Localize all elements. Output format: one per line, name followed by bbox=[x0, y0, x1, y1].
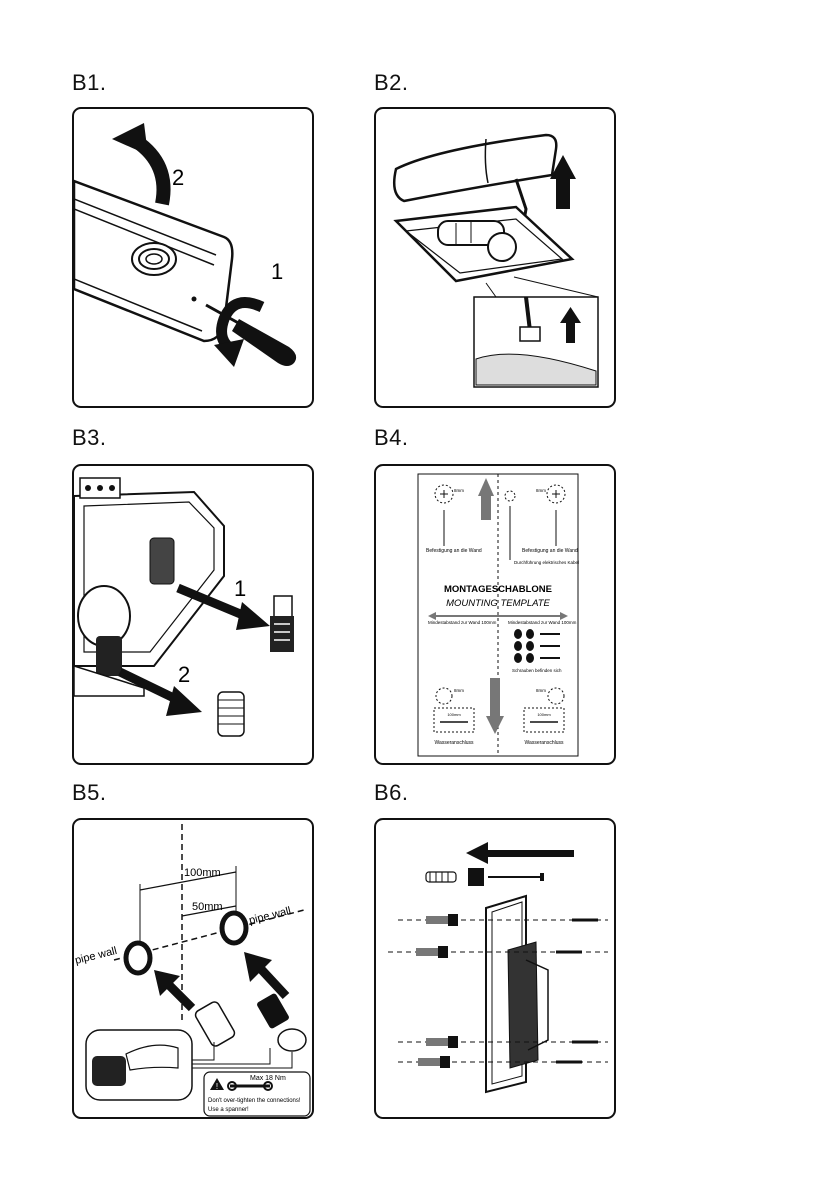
heater-edges bbox=[74, 198, 217, 332]
water-box-right bbox=[523, 707, 565, 733]
b2-illustration bbox=[393, 133, 599, 388]
b4-illustration: 8mm 8mm Befestigung an die Wand Befestig… bbox=[417, 473, 579, 757]
svg-text:50mm: 50mm bbox=[192, 901, 223, 913]
step-label-b1: B1. bbox=[72, 70, 107, 95]
b1-callout-1: 1 bbox=[271, 259, 283, 284]
remove-arrow-2-icon bbox=[118, 667, 202, 716]
insert-arrow-left-icon bbox=[154, 970, 196, 1012]
template-title-en: MOUNTING TEMPLATE bbox=[446, 598, 550, 609]
nipple-fitting-icon bbox=[194, 1001, 236, 1047]
internal-components bbox=[507, 941, 539, 1069]
panel-b6-wall-mounting bbox=[374, 818, 616, 1119]
circuit-board bbox=[475, 353, 597, 386]
water-box-left bbox=[433, 707, 475, 733]
terminal-block bbox=[79, 477, 121, 499]
pipe-wall-left-text: pipe wall bbox=[74, 945, 118, 967]
panel-b3-remove-fittings: 1 2 bbox=[72, 464, 314, 765]
panel-b5-pipe-connections: 100mm 50mm pipe wall pipe wall bbox=[72, 818, 314, 1119]
inset-up-arrow-icon bbox=[560, 307, 581, 343]
pipe-wall-right-text: pipe wall bbox=[248, 905, 292, 927]
svg-text:100mm: 100mm bbox=[447, 712, 461, 717]
hole-marker-bottom-right: 8mm bbox=[536, 687, 565, 705]
insert-arrow-right-icon bbox=[244, 952, 290, 1000]
svg-text:100mm: 100mm bbox=[537, 712, 551, 717]
angle-valve-icon bbox=[270, 595, 294, 652]
b5-illustration: 100mm 50mm pipe wall pipe wall bbox=[74, 824, 311, 1117]
threaded-nipple-icon bbox=[217, 691, 245, 737]
hand-sealing-inset bbox=[85, 1029, 193, 1101]
mounting-screws bbox=[388, 914, 608, 1068]
svg-text:8mm: 8mm bbox=[454, 488, 464, 493]
min-distance-right-text: Mindestabstand zur Wand 100mm bbox=[508, 620, 577, 625]
panel-b1-open-cover: 2 1 bbox=[72, 107, 314, 408]
hole-marker-top-left: 8mm bbox=[434, 484, 464, 504]
b6-illustration bbox=[388, 842, 608, 1094]
svg-text:8mm: 8mm bbox=[536, 488, 546, 493]
b1-callout-2: 2 bbox=[172, 165, 184, 190]
step-label-b6: B6. bbox=[374, 780, 409, 805]
min-distance-left-text: Mindestabstand zur Wand 100mm bbox=[428, 620, 497, 625]
svg-text:!: ! bbox=[216, 1082, 218, 1091]
svg-text:8mm: 8mm bbox=[536, 688, 546, 693]
torque-text: Max 18 Nm bbox=[250, 1075, 286, 1082]
insert-direction-arrow-icon bbox=[466, 842, 574, 864]
valve-fitting-icon bbox=[257, 993, 307, 1052]
water-connection-left-text: Wasseranschluss bbox=[435, 740, 474, 746]
inlet-fitting bbox=[149, 537, 175, 585]
b3-callout-2: 2 bbox=[178, 662, 190, 687]
screws-pictogram bbox=[514, 629, 560, 663]
water-connection-right-text: Wasseranschluss bbox=[525, 740, 564, 746]
b3-callout-1: 1 bbox=[234, 576, 246, 601]
template-title-de: MONTAGESCHABLONE bbox=[444, 584, 552, 595]
warning-line-1: Don't over-tighten the connections! bbox=[208, 1098, 301, 1104]
pipe-wall-left-icon bbox=[123, 940, 153, 976]
min-distance-arrows-icon bbox=[428, 612, 568, 620]
pipe-wall-right-icon bbox=[219, 910, 249, 946]
wall-fix-right-text: Befestigung an die Wand bbox=[522, 548, 578, 554]
cable-entry-text: Durchführung elektrisches Kabel bbox=[514, 560, 579, 565]
b1-illustration: 2 1 bbox=[74, 123, 297, 367]
screws-text: Schrauben befinden sich bbox=[512, 668, 562, 673]
svg-text:100mm: 100mm bbox=[184, 867, 221, 879]
dowel-screw-set-icon bbox=[425, 868, 544, 886]
hole-marker-bottom-left: 8mm bbox=[435, 687, 464, 705]
cable-entry-marker bbox=[504, 490, 516, 502]
panel-b2-remove-cover bbox=[374, 107, 616, 408]
step-label-b3: B3. bbox=[72, 425, 107, 450]
remove-arrow-1-icon bbox=[176, 583, 270, 630]
step-label-b5: B5. bbox=[72, 780, 107, 805]
step-label-b4: B4. bbox=[374, 425, 409, 450]
wall-fix-left-text: Befestigung an die Wand bbox=[426, 548, 482, 554]
control-knob-icon bbox=[131, 242, 177, 276]
template-down-arrow-icon bbox=[486, 678, 504, 734]
dimension-100mm: 100mm bbox=[139, 866, 237, 944]
b3-illustration: 1 2 bbox=[74, 477, 294, 737]
template-up-arrow-icon bbox=[478, 478, 494, 520]
outlet-fitting bbox=[96, 636, 122, 676]
svg-text:8mm: 8mm bbox=[454, 688, 464, 693]
hole-marker-top-right: 8mm bbox=[536, 484, 566, 504]
warning-triangle-icon bbox=[210, 1078, 224, 1090]
connector-detail bbox=[519, 296, 541, 342]
step-label-b2: B2. bbox=[374, 70, 409, 95]
heating-element bbox=[437, 220, 517, 262]
screw-hole bbox=[191, 296, 197, 302]
warning-line-2: Use a spanner! bbox=[208, 1107, 249, 1113]
up-arrow-icon bbox=[550, 155, 576, 209]
front-cover bbox=[393, 133, 558, 203]
panel-b4-mounting-template: 8mm 8mm Befestigung an die Wand Befestig… bbox=[374, 464, 616, 765]
warning-box: ! Max 18 Nm Don't over-tighten the conne… bbox=[203, 1071, 311, 1117]
dimension-50mm: 50mm bbox=[181, 901, 237, 917]
